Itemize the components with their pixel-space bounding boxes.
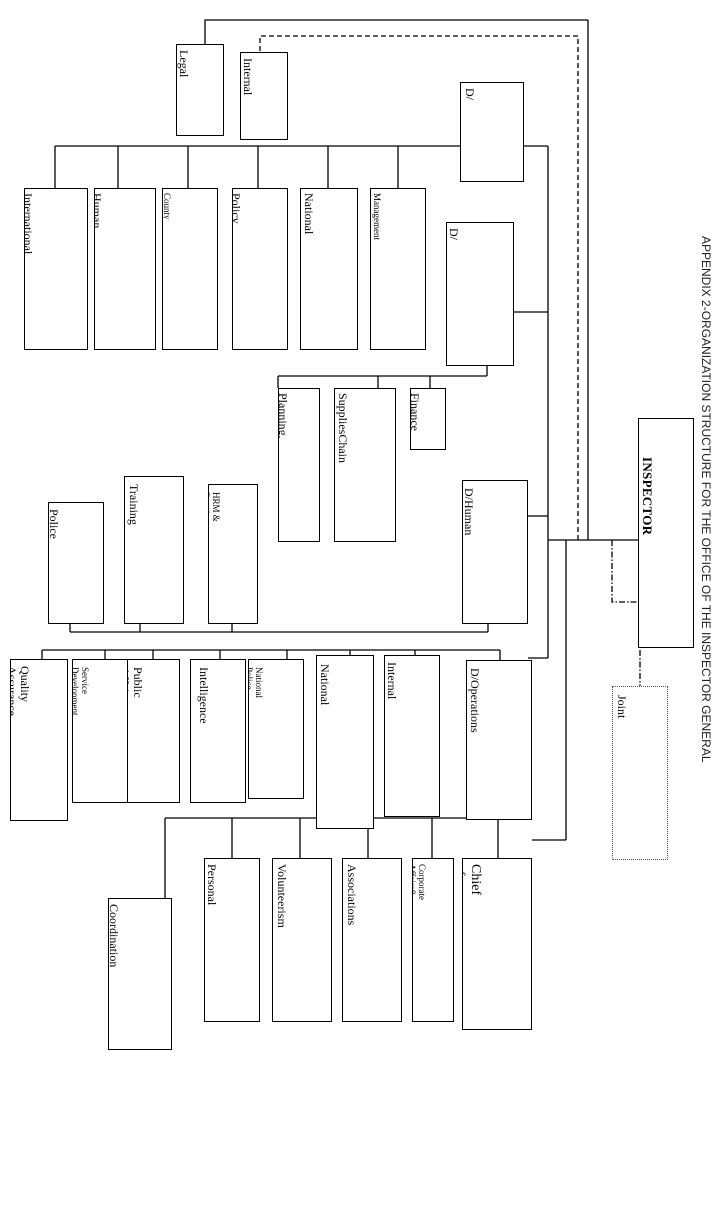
node-label: Coordination & Office support Services xyxy=(108,904,121,968)
node-inspector-general: INSPECTOR GENERAL xyxy=(638,418,694,648)
node-human-capital-development: D/Human Capital Development xyxy=(462,480,528,624)
node-chief-of-staff: Chief of Staff xyxy=(462,858,532,1030)
node-national-policing-operations: National Policing operations xyxy=(316,655,374,829)
node-label: SuppliesChain Management xyxy=(334,393,350,464)
node-label: National Police Records & Archives xyxy=(248,667,264,698)
node-quality-assurance: Quality Assurance xyxy=(10,659,68,821)
node-label: National Police Transformation xyxy=(300,193,316,235)
node-finance: Finance xyxy=(410,388,446,450)
node-label: HRM & Development xyxy=(208,492,221,541)
node-policy-advisory: Policy Advisory xyxy=(232,188,288,350)
node-label: Training &Capacity Building xyxy=(124,484,141,536)
node-associations-membership: Associations & Membership xyxy=(342,858,402,1022)
node-label: Personal Assistant xyxy=(205,864,219,908)
node-joint-service-board: Joint service Board xyxy=(612,686,668,860)
node-label: Quality Assurance xyxy=(10,666,32,716)
node-public-affairs: Public Affairs xyxy=(124,659,180,803)
node-label: Chief of Staff xyxy=(462,864,483,896)
node-label: Police Welfare xyxy=(48,509,61,539)
node-label: Policy Advisory xyxy=(232,193,243,224)
node-label: Intelligence xyxy=(197,667,211,724)
node-internal-security-bureaus: Internal Security Bureaus xyxy=(384,655,440,817)
node-national-police-transformation: National Police Transformation xyxy=(300,188,358,350)
node-coordination-office-support: Coordination & Office support Services xyxy=(108,898,172,1050)
node-police-reforms: D/ Police Reforms xyxy=(460,82,524,182)
node-corporate-affairs: Corporate Affairs& Communications xyxy=(412,858,454,1022)
node-service-development: Service Development xyxy=(72,659,128,803)
node-label: Management Information System (ICT) xyxy=(371,193,382,240)
node-label: D/Operations Audit xyxy=(466,668,482,733)
node-hrm-development: HRM & Development xyxy=(208,484,258,624)
node-international-cooperation: International Cooperation & Benchmarking xyxy=(24,188,88,350)
node-personal-assistant: Personal Assistant xyxy=(204,858,260,1022)
node-internal-audit: Internal Audit xyxy=(240,52,288,140)
node-label: Finance xyxy=(410,393,422,431)
node-training-capacity: Training &Capacity Building xyxy=(124,476,184,624)
node-legal-services: Legal services xyxy=(176,44,224,136)
node-label: Internal Audit xyxy=(241,58,255,96)
node-supplies-chain: SuppliesChain Management xyxy=(334,388,396,542)
node-label: Corporate Affairs& Communications xyxy=(412,864,427,900)
node-label: INSPECTOR GENERAL xyxy=(638,457,655,536)
node-planning-research: Planning, research & Development xyxy=(278,388,320,542)
node-intelligence: Intelligence xyxy=(190,659,246,803)
node-label: County Policing Authority & Community Po… xyxy=(162,193,172,220)
node-county-policing: County Policing Authority & Community Po… xyxy=(162,188,218,350)
node-human-rights: Human Rights xyxy=(94,188,156,350)
node-operations-audit: D/Operations Audit xyxy=(466,660,532,820)
node-label: National Policing operations xyxy=(316,664,332,706)
node-volunteerism: Volunteerism & constabulary xyxy=(272,858,332,1022)
node-label: D/ Admin, Planning & Finance xyxy=(447,228,461,264)
node-label: Associations & Membership xyxy=(343,864,359,926)
node-national-police-records: National Police Records & Archives xyxy=(248,659,304,799)
node-admin-planning-finance: D/ Admin, Planning & Finance xyxy=(446,222,514,366)
node-label: Volunteerism & constabulary xyxy=(273,864,289,928)
node-management-information-system: Management Information System (ICT) xyxy=(370,188,426,350)
node-label: International Cooperation & Benchmarking xyxy=(24,193,35,255)
node-label: Planning, research & Development xyxy=(278,393,290,439)
node-label: D/ Police Reforms xyxy=(460,88,477,118)
node-label: Human Rights xyxy=(94,193,104,229)
node-label: Legal services xyxy=(177,50,191,89)
node-label: Internal Security Bureaus xyxy=(385,662,399,702)
node-label: Joint service Board xyxy=(612,695,629,729)
node-label: Service Development xyxy=(72,667,90,716)
node-label: D/Human Capital Development xyxy=(462,488,476,536)
node-police-welfare: Police Welfare xyxy=(48,502,104,624)
